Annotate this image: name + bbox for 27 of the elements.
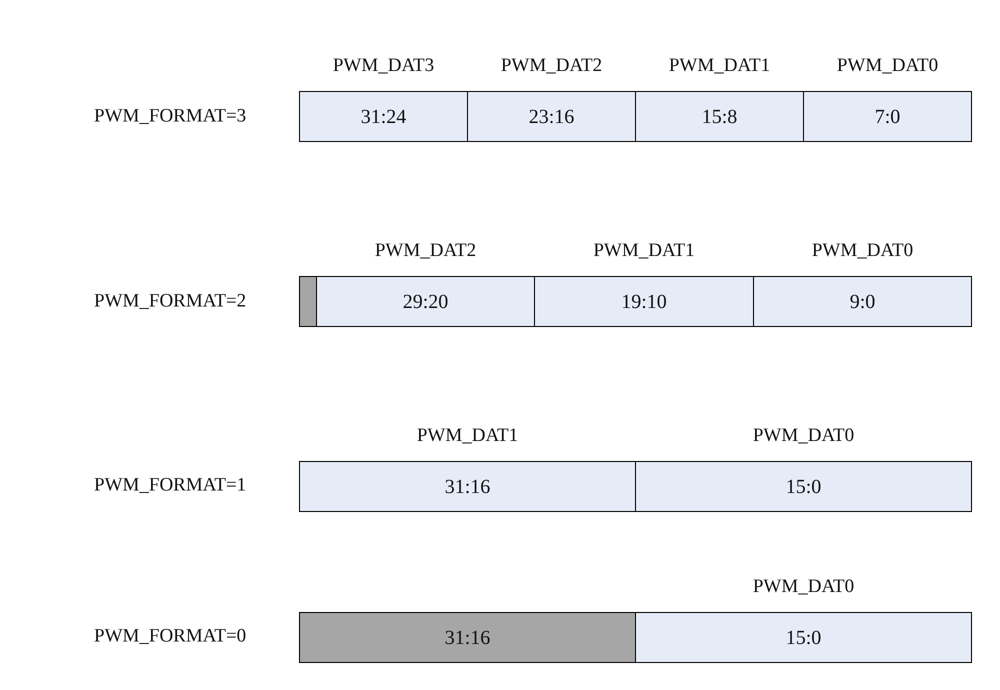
row-label: PWM_FORMAT=0 [94,626,246,648]
bit-range: 23:16 [528,106,574,128]
register-name: PWM_DAT0 [812,241,914,262]
row-label: PWM_FORMAT=2 [94,292,246,312]
register-name: PWM_DAT0 [752,426,854,447]
row-label: PWM_FORMAT=3 [94,106,246,128]
bit-range: 15:0 [786,476,822,498]
bit-field [299,612,636,663]
bit-range: 31:16 [444,476,490,498]
bit-range: 9:0 [850,290,876,312]
reserved-bit-field [299,276,317,327]
bit-range: 29:20 [402,290,448,312]
register-name: PWM_DAT3 [332,56,434,77]
bit-range: 31:16 [444,626,490,648]
register-name: PWM_DAT2 [374,241,476,262]
register-name: PWM_DAT1 [416,426,518,447]
bit-range: 19:10 [621,290,667,312]
bit-range: 15:8 [702,106,738,128]
register-name: PWM_DAT0 [752,577,854,598]
register-name: PWM_DAT0 [836,56,938,77]
register-name: PWM_DAT1 [668,56,770,77]
bit-range: 31:24 [360,106,406,128]
row-label: PWM_FORMAT=1 [94,476,246,496]
register-name: PWM_DAT2 [500,56,602,77]
register-name: PWM_DAT1 [593,241,695,262]
bit-range: 15:0 [786,626,822,648]
bit-range: 7:0 [874,106,900,128]
